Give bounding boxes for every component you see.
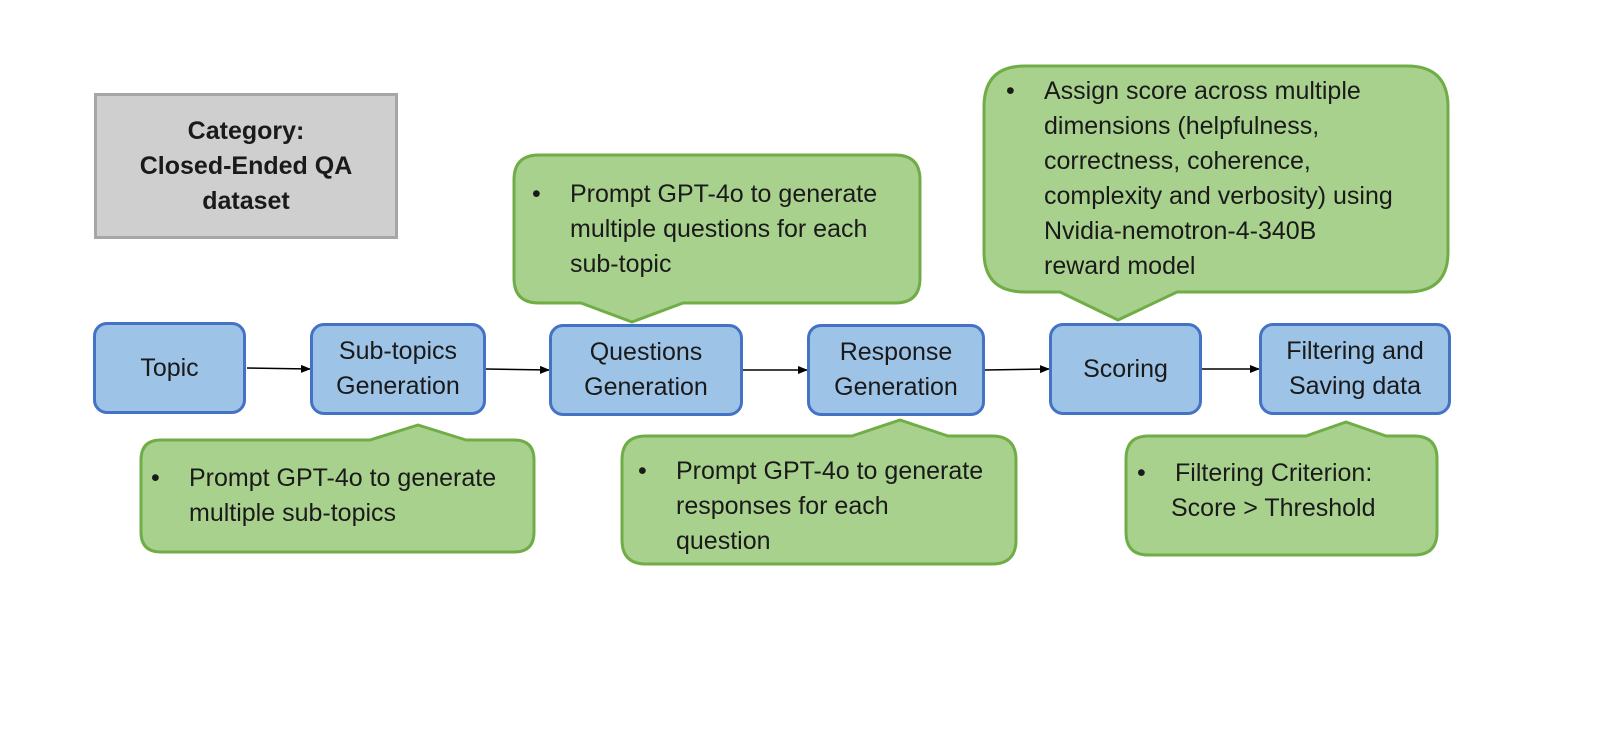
arrow-subtopics-to-questions (485, 365, 550, 374)
category-box: Category: Closed-Ended QA dataset (94, 93, 398, 239)
bullet-icon: • (638, 457, 647, 485)
callout-filtering-shape (1124, 420, 1439, 557)
callout-response-line-3: question (676, 527, 771, 555)
bullet-icon: • (1006, 77, 1015, 105)
callout-scoring: • Assign score across multiple dimension… (1006, 74, 1393, 284)
callout-questions: • Prompt GPT-4o to generate multiple que… (532, 177, 877, 282)
bullet-icon: • (151, 464, 160, 492)
callout-questions-line-3: sub-topic (570, 250, 672, 278)
step-subtopics-generation: Sub-topics Generation (310, 323, 486, 415)
callout-questions-line-1: Prompt GPT-4o to generate (570, 180, 878, 208)
category-line-1: Category: (187, 116, 305, 145)
bullet-icon: • (1137, 459, 1146, 487)
step-questions-generation: Questions Generation (549, 324, 743, 416)
callout-subtopics: • Prompt GPT-4o to generate multiple sub… (151, 461, 496, 531)
callout-filtering-line-1: Filtering Criterion: (1175, 459, 1373, 487)
callout-filtering: • Filtering Criterion: Score > Threshold (1137, 456, 1376, 526)
category-line-2: Closed-Ended QA (139, 151, 353, 180)
step-filtering-and-saving: Filtering and Saving data (1259, 323, 1451, 415)
callout-scoring-line-3: correctness, coherence, (1044, 147, 1311, 175)
callout-questions-line-2: multiple questions for each (570, 215, 868, 243)
callout-response: • Prompt GPT-4o to generate responses fo… (638, 454, 983, 559)
step-response-generation: Response Generation (807, 324, 985, 416)
callout-subtopics-shape (139, 423, 536, 554)
callout-scoring-line-1: Assign score across multiple (1044, 77, 1361, 105)
callout-response-shape (620, 418, 1018, 566)
callout-scoring-line-5: Nvidia-nemotron-4-340B (1044, 217, 1317, 245)
callout-scoring-line-2: dimensions (helpfulness, (1044, 112, 1320, 140)
bullet-icon: • (532, 180, 541, 208)
arrow-topic-to-subtopics (246, 364, 311, 373)
callout-response-line-2: responses for each (676, 492, 889, 520)
category-line-3: dataset (202, 186, 290, 215)
callout-response-line-1: Prompt GPT-4o to generate (676, 457, 984, 485)
callout-scoring-line-6: reward model (1044, 252, 1196, 280)
callout-questions-shape (512, 153, 922, 324)
callout-subtopics-line-1: Prompt GPT-4o to generate (189, 464, 497, 492)
arrow-response-to-scoring (984, 365, 1050, 374)
callout-filtering-line-2: Score > Threshold (1171, 494, 1376, 522)
step-scoring: Scoring (1049, 323, 1202, 415)
callout-scoring-line-4: complexity and verbosity) using (1044, 182, 1393, 210)
step-topic: Topic (93, 322, 246, 414)
callout-subtopics-line-2: multiple sub-topics (189, 499, 397, 527)
callout-scoring-shape (982, 64, 1450, 322)
